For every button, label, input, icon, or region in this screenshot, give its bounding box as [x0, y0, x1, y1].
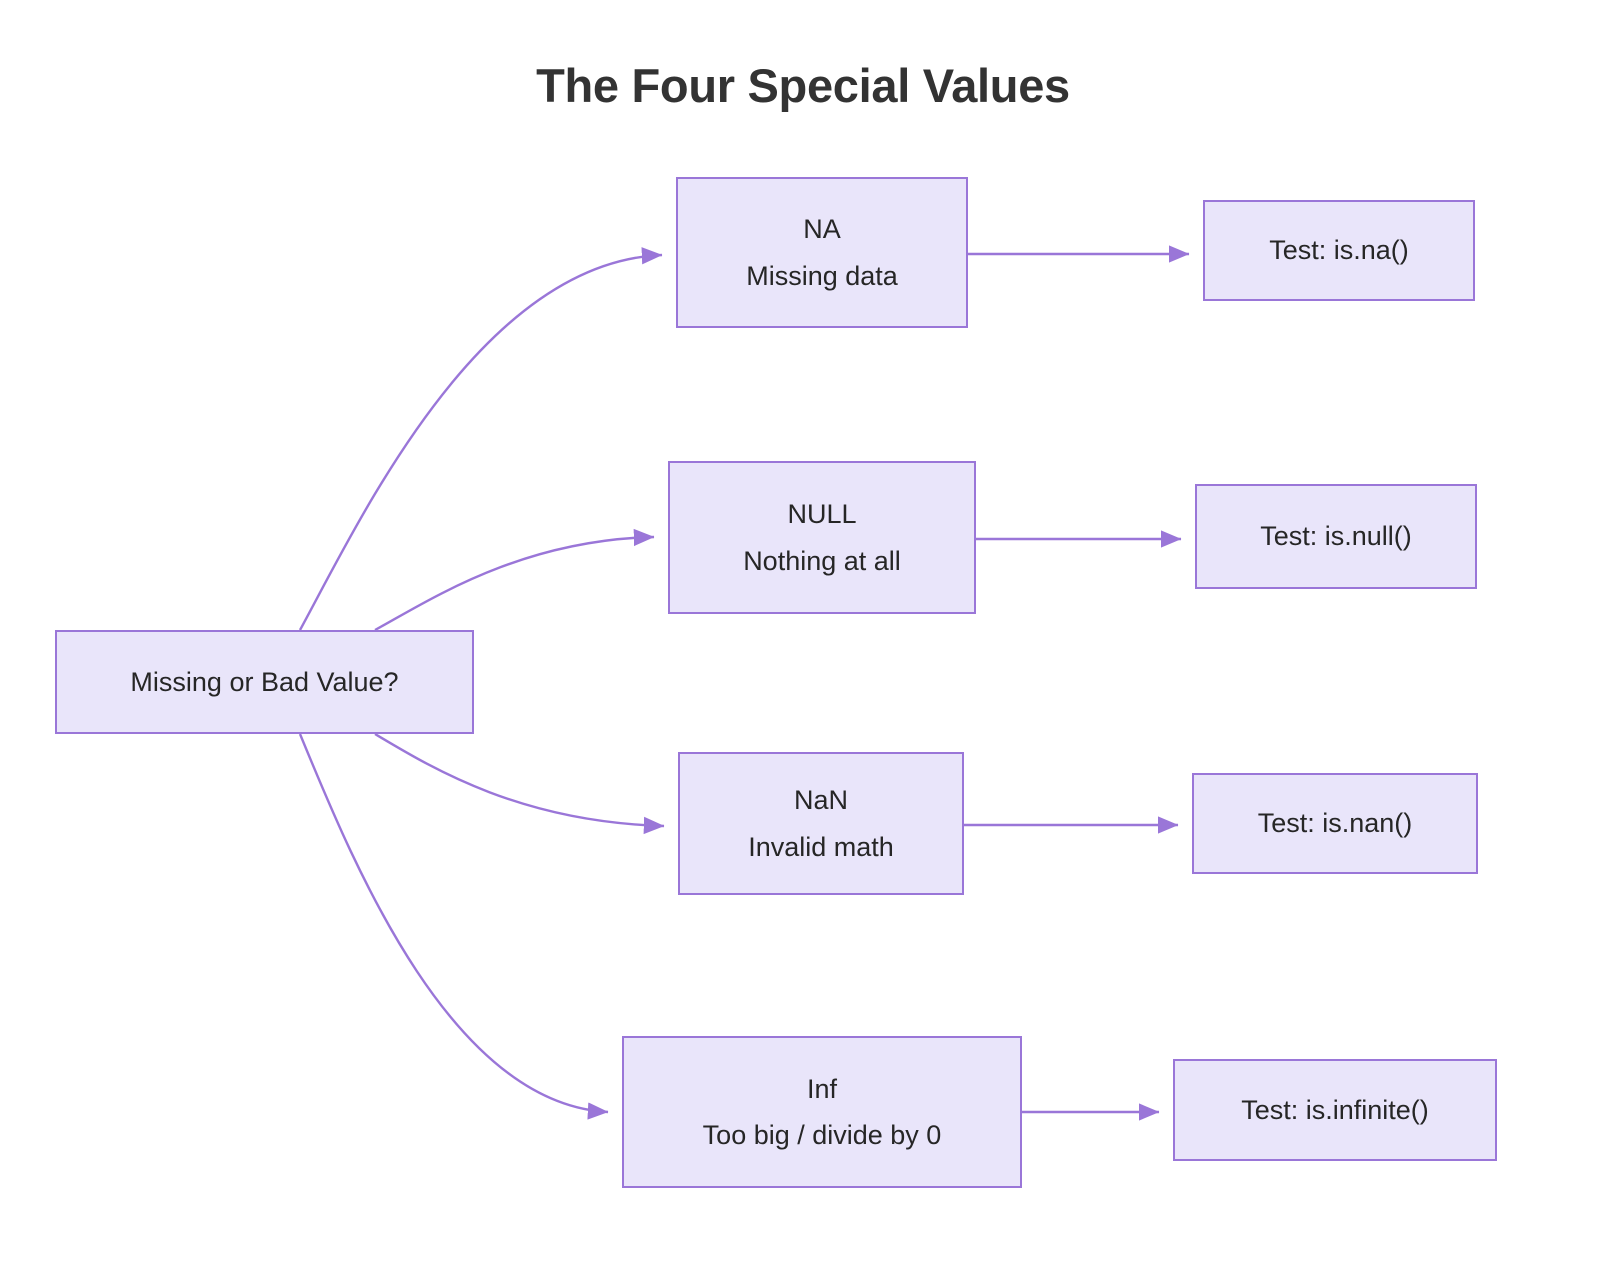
node-null-label-line2: Nothing at all [743, 545, 901, 576]
node-na-label-line1: NA [803, 214, 841, 245]
edge-root-to-inf [298, 733, 609, 1120]
node-test-inf-label: Test: is.infinite() [1241, 1094, 1429, 1125]
node-null-label-line1: NULL [787, 499, 857, 530]
node-nan-label-line2: Invalid math [748, 831, 894, 862]
node-test-is-nan[interactable]: Test: is.nan() [1192, 773, 1478, 874]
node-test-is-infinite[interactable]: Test: is.infinite() [1173, 1059, 1497, 1161]
node-test-nan-label: Test: is.nan() [1257, 808, 1413, 839]
node-nan[interactable]: NaN Invalid math [678, 752, 964, 895]
node-root-label-line1: Missing or Bad Value? [130, 666, 399, 697]
edge-root-to-nan [374, 732, 665, 835]
edge-root-to-null [374, 528, 655, 632]
node-nan-label-line1: NaN [793, 785, 848, 816]
node-na[interactable]: NA Missing data [676, 177, 968, 328]
node-na-label-line2: Missing data [746, 260, 898, 291]
node-test-is-null[interactable]: Test: is.null() [1195, 484, 1477, 589]
page-title: The Four Special Values [536, 59, 1070, 112]
node-test-null-label: Test: is.null() [1260, 521, 1412, 552]
node-missing-or-bad-value[interactable]: Missing or Bad Value? [55, 630, 474, 734]
node-inf-label-line1: Inf [806, 1073, 838, 1104]
edge-root-to-na [298, 247, 663, 631]
node-test-na-label: Test: is.na() [1269, 235, 1409, 266]
node-null[interactable]: NULL Nothing at all [668, 461, 976, 614]
node-test-is-na[interactable]: Test: is.na() [1203, 200, 1475, 301]
node-inf-label-line2: Too big / divide by 0 [702, 1120, 942, 1150]
node-inf[interactable]: Inf Too big / divide by 0 [622, 1036, 1022, 1188]
